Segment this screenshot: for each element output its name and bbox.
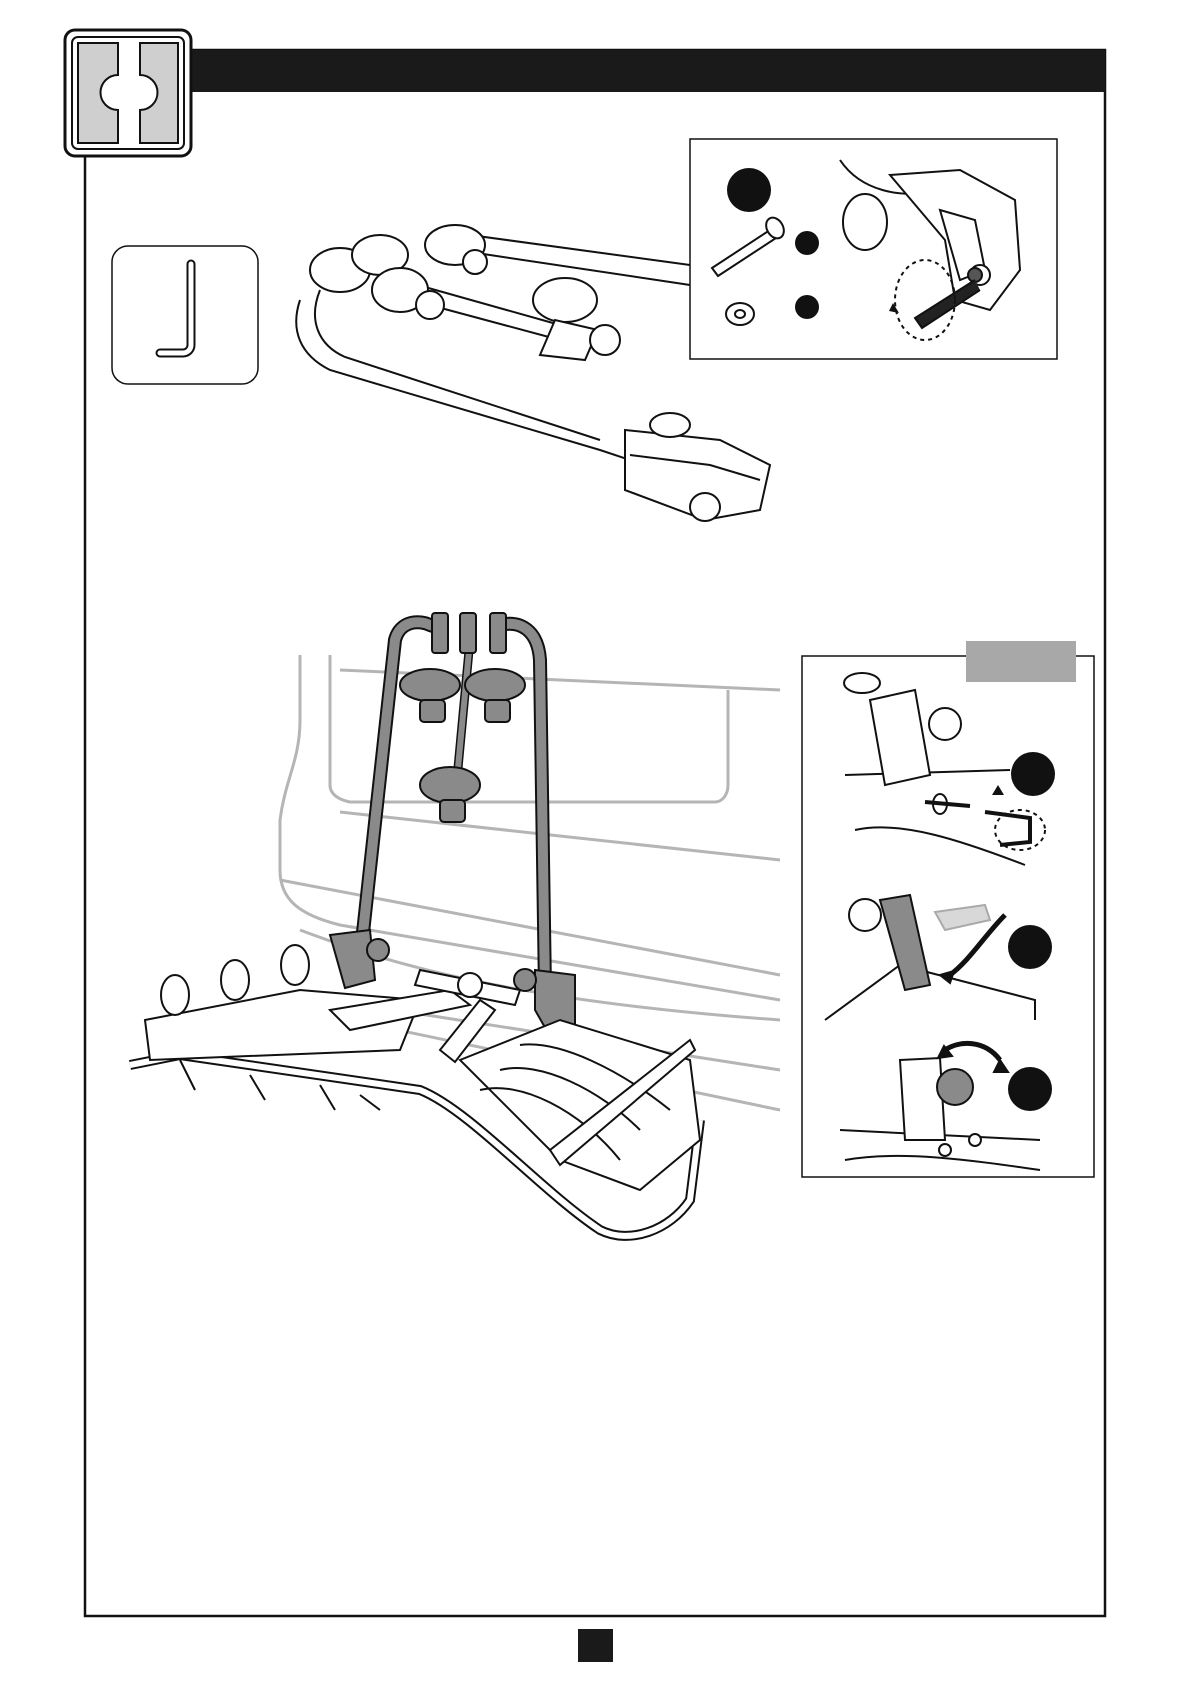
step-marker: [795, 295, 819, 319]
washer-icon: [726, 303, 754, 325]
header-bar: [185, 50, 1105, 92]
step-marker: [727, 168, 771, 212]
detail-box-adjustment: [802, 641, 1094, 1177]
step-marker: [1008, 1067, 1052, 1111]
step-marker: [1011, 752, 1055, 796]
page-number-box: [578, 1629, 613, 1662]
allen-key-icon: [112, 246, 258, 384]
puzzle-pieces-logo: [65, 30, 191, 156]
carrier-base-frame: [130, 945, 700, 1236]
step-marker: [795, 231, 819, 255]
detail-tab: [966, 641, 1076, 682]
detail-box-bolt: [690, 139, 1057, 359]
step-marker: [1008, 925, 1052, 969]
